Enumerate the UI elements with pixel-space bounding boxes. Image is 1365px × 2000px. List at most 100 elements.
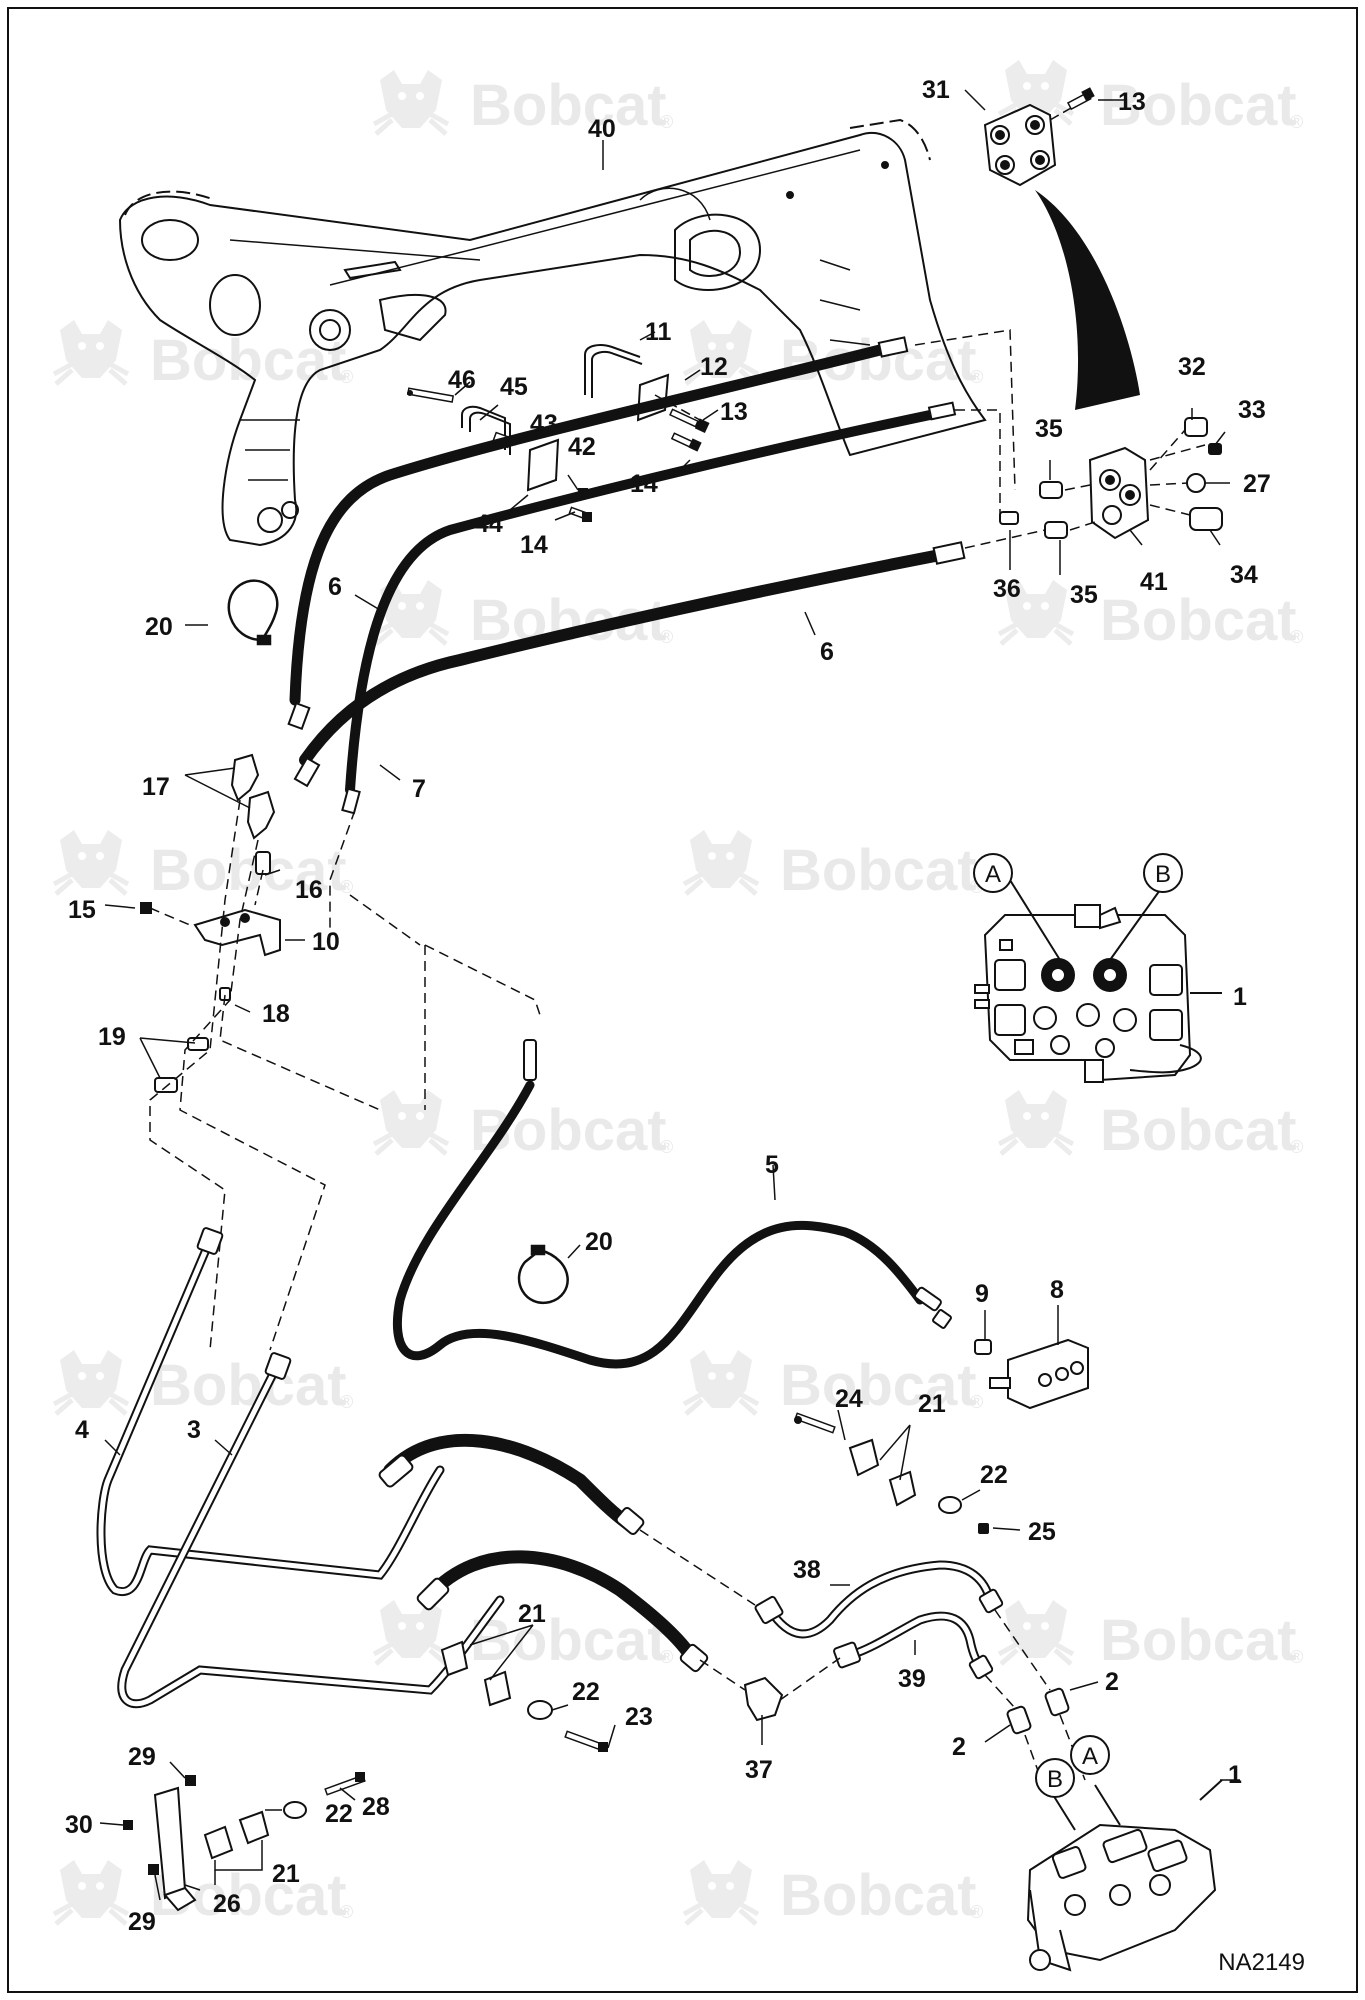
watermark: Bobcat	[1100, 1608, 1297, 1673]
callout-2: 2	[1105, 1668, 1119, 1696]
callout-45: 45	[500, 373, 528, 401]
callout-5: 5	[765, 1151, 779, 1179]
control-valve-1-bottom	[1026, 1823, 1217, 1972]
drawing-number: NA2149	[1218, 1949, 1305, 1976]
callout-40: 40	[588, 115, 616, 143]
callout-44: 44	[475, 510, 503, 538]
callout-8: 8	[1050, 1276, 1064, 1304]
callout-1: 1	[1233, 983, 1247, 1011]
tube-39-inner	[847, 1613, 983, 1668]
fitting-36	[999, 511, 1019, 525]
fitting-35a	[1039, 481, 1063, 499]
callout-34: 34	[1230, 561, 1258, 589]
callout-27: 27	[1243, 470, 1271, 498]
callout-18: 18	[262, 1000, 290, 1028]
hose-6-upper	[289, 344, 886, 706]
bolt-24	[794, 1412, 836, 1434]
callout-20: 20	[585, 1228, 613, 1256]
callout-1: 1	[1228, 1761, 1242, 1789]
bolt-29b	[148, 1864, 159, 1875]
watermark: Bobcat	[1100, 588, 1297, 653]
bolt-30	[123, 1820, 133, 1830]
hose-clip-20a	[227, 579, 279, 646]
clamp-plate-44	[526, 438, 560, 492]
elbow-37	[743, 1676, 784, 1722]
cap-27	[1186, 473, 1206, 493]
dashed-leaders-top	[914, 329, 1206, 549]
bolt-29a	[185, 1775, 196, 1786]
callout-38: 38	[793, 1556, 821, 1584]
callout-13: 13	[720, 398, 748, 426]
callout-3: 3	[187, 1416, 201, 1444]
tube-nuts	[196, 1227, 292, 1380]
watermark: Bobcat	[1100, 1098, 1297, 1163]
callout-43: 43	[530, 410, 558, 438]
hose-lower-lower	[423, 1550, 697, 1662]
svg-text:®: ®	[340, 367, 353, 387]
leader-lines	[99, 89, 1240, 1901]
callout-25: 25	[1028, 1518, 1056, 1546]
callout-15: 15	[68, 896, 96, 924]
nut-25	[978, 1523, 989, 1534]
callout-32: 32	[1178, 353, 1206, 381]
svg-text:®: ®	[660, 627, 673, 647]
callout-13: 13	[1118, 88, 1146, 116]
port-label-B-top: B	[1143, 853, 1183, 893]
bolt-14-mid	[670, 432, 702, 452]
lower-hose-fittings	[378, 1454, 709, 1673]
svg-text:B: B	[1155, 861, 1171, 888]
dashed-leaders-mid	[149, 799, 541, 1351]
plug-33	[1208, 443, 1222, 455]
svg-text:®: ®	[660, 112, 673, 132]
callout-29: 29	[128, 1743, 156, 1771]
clamp-halves-21a	[848, 1438, 917, 1507]
svg-text:®: ®	[970, 1902, 983, 1922]
bracket-26	[153, 1786, 197, 1912]
callout-19: 19	[98, 1023, 126, 1051]
watermark: Bobcat	[1100, 73, 1297, 138]
control-valve-1-top	[974, 904, 1202, 1083]
tube-4-inner	[98, 1242, 443, 1595]
callout-21: 21	[918, 1390, 946, 1418]
watermark: Bobcat	[470, 73, 667, 138]
washer-22a	[938, 1496, 962, 1514]
port-label-B-bottom: B	[1035, 1758, 1075, 1798]
svg-text:®: ®	[1290, 627, 1303, 647]
svg-text:A: A	[1082, 1743, 1098, 1770]
callout-33: 33	[1238, 396, 1266, 424]
callout-21: 21	[518, 1600, 546, 1628]
callout-39: 39	[898, 1665, 926, 1693]
fitting-35b	[1044, 521, 1068, 539]
u-bolt-45	[461, 405, 511, 455]
washer-22b	[527, 1700, 553, 1720]
watermark: Bobcat	[150, 838, 347, 903]
hose-5	[392, 1080, 925, 1369]
bolt-13-top	[1066, 87, 1095, 111]
callout-16: 16	[295, 876, 323, 904]
callout-6: 6	[328, 573, 342, 601]
watermark: Bobcat	[780, 328, 977, 393]
watermark: Bobcat	[780, 1863, 977, 1928]
svg-text:®: ®	[970, 1392, 983, 1412]
svg-text:®: ®	[1290, 112, 1303, 132]
callout-6: 6	[820, 638, 834, 666]
washer-22c	[283, 1801, 307, 1819]
bolt-15	[140, 902, 152, 914]
callout-42: 42	[568, 433, 596, 461]
hose-fittings-upper	[287, 336, 966, 815]
watermark: Bobcat	[780, 1353, 977, 1418]
port-label-A-top: A	[973, 853, 1013, 893]
tube-38-39-nuts	[754, 1588, 1004, 1680]
u-bolt-11	[584, 344, 643, 398]
callout-11: 11	[645, 318, 672, 346]
lift-arm-40	[118, 118, 987, 547]
hose-7	[345, 410, 935, 795]
svg-text:®: ®	[660, 1647, 673, 1667]
callout-36: 36	[993, 575, 1021, 603]
callout-17: 17	[142, 773, 170, 801]
hose-6-lower	[299, 549, 946, 766]
callout-29: 29	[128, 1908, 156, 1936]
watermark: Bobcat	[150, 328, 347, 393]
callout-22: 22	[325, 1800, 353, 1828]
coupler-34	[1189, 507, 1223, 531]
